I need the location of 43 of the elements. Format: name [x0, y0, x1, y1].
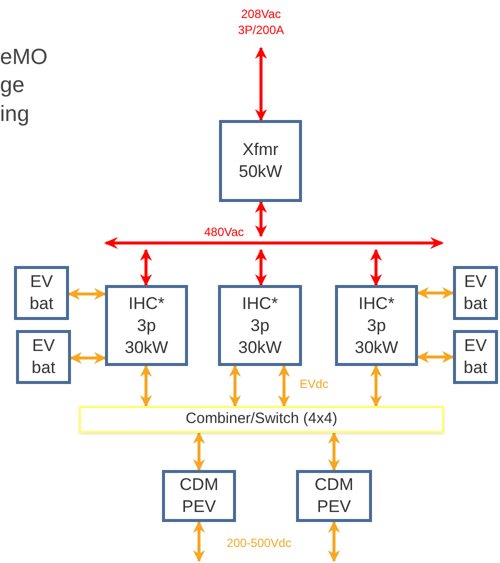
- double-arrow: [255, 46, 267, 122]
- double-arrow: [70, 352, 106, 364]
- double-arrow: [68, 288, 106, 300]
- box-label: CDM PEV: [178, 474, 220, 518]
- double-arrow: [370, 248, 382, 286]
- component-box: [296, 470, 372, 522]
- box-label: EV bat: [28, 271, 54, 315]
- double-arrow: [140, 364, 152, 408]
- double-arrow: [278, 364, 290, 408]
- component-box: [219, 120, 302, 202]
- double-arrow: [416, 287, 454, 299]
- component-box: [453, 330, 498, 384]
- box-label: CDM PEV: [314, 474, 354, 518]
- component-box: [105, 285, 188, 366]
- box-label: IHC* 3p 30kW: [124, 292, 170, 358]
- double-arrow: [193, 520, 205, 562]
- component-box: [335, 285, 418, 366]
- double-arrow: [370, 364, 382, 408]
- box-label: EV bat: [30, 335, 56, 379]
- double-arrow: [328, 520, 340, 562]
- component-box: [218, 285, 302, 366]
- title-fragment: eMO: [0, 44, 48, 70]
- double-arrow: [140, 248, 152, 286]
- box-label: Combiner/Switch (4x4): [184, 410, 338, 429]
- component-box: [162, 470, 236, 522]
- double-arrow: [328, 432, 340, 472]
- title-fragment: ge: [0, 72, 24, 98]
- combiner-bar: [79, 406, 444, 433]
- double-arrow: [255, 200, 267, 238]
- title-fragment: ing: [0, 101, 30, 127]
- box-label: Xfmr 50kW: [238, 139, 284, 183]
- component-box: [16, 330, 71, 384]
- double-arrow: [229, 364, 241, 408]
- double-arrow: [255, 248, 267, 286]
- box-label: EV bat: [462, 335, 488, 379]
- component-box: [453, 266, 498, 320]
- double-arrow: [416, 351, 454, 363]
- box-label: IHC* 3p 30kW: [354, 292, 400, 358]
- component-box: [14, 266, 69, 320]
- bus-bar: [104, 236, 444, 250]
- box-label: IHC* 3p 30kW: [237, 292, 283, 358]
- box-label: EV bat: [462, 271, 488, 315]
- double-arrow: [193, 432, 205, 472]
